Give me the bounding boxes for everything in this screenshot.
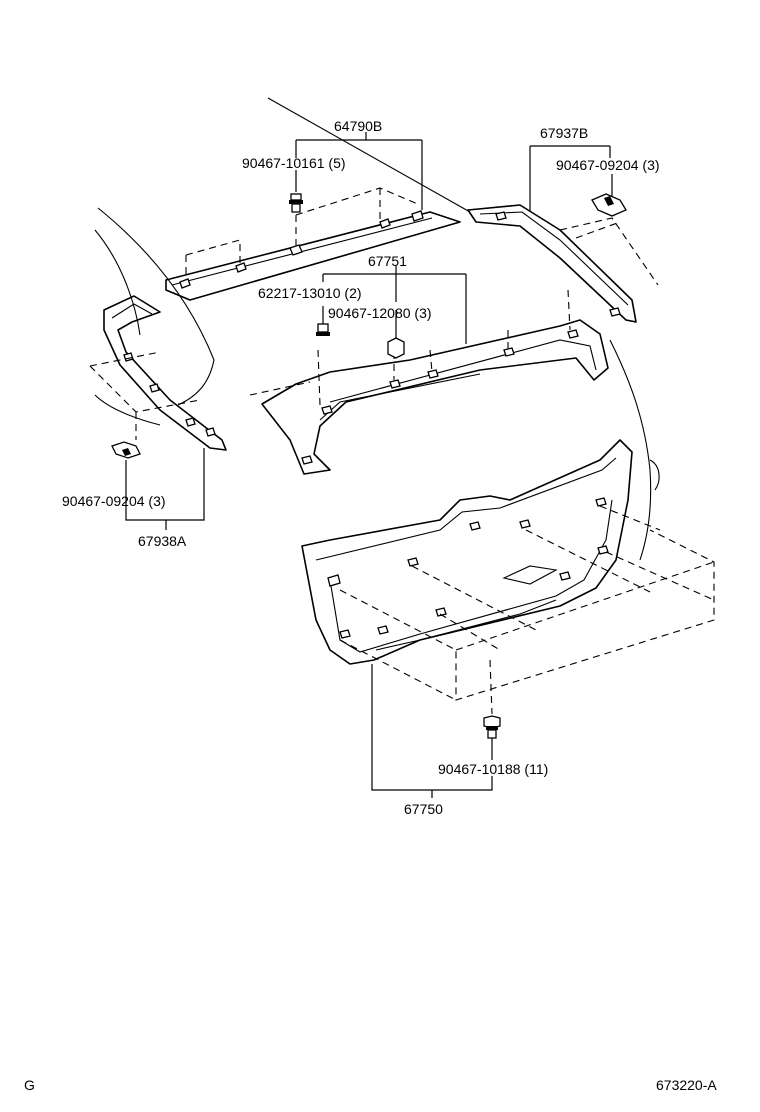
label-67937b: 67937B — [540, 125, 588, 141]
left-garnish-dashes — [89, 351, 201, 440]
left-garnish-part — [103, 295, 227, 451]
upper-molding-dashes — [185, 187, 421, 280]
middle-clip-a-icon — [316, 306, 330, 336]
label-67751: 67751 — [368, 253, 407, 269]
label-clip-right: 90467-09204 (3) — [556, 157, 660, 173]
bracket-67750 — [371, 664, 493, 798]
lower-board-dashes — [339, 505, 715, 715]
label-64790b: 64790B — [334, 118, 382, 134]
footer-figure-code: 673220-A — [656, 1077, 717, 1093]
label-clip-left: 90467-09204 (3) — [62, 493, 166, 509]
right-garnish-part — [467, 204, 637, 323]
right-clip-icon — [591, 174, 627, 217]
vehicle-body-outline — [94, 97, 660, 561]
lower-board-part — [301, 439, 633, 665]
lower-clip-icon — [483, 715, 501, 760]
left-clip-icon — [111, 441, 141, 459]
bracket-67751 — [322, 266, 467, 344]
label-clip-upper: 90467-10161 (5) — [242, 155, 346, 171]
middle-board-part — [261, 319, 609, 475]
label-67750: 67750 — [404, 801, 443, 817]
upper-clip-icon — [289, 170, 303, 213]
label-clip-lower: 90467-10188 (11) — [438, 761, 548, 777]
right-garnish-dashes — [559, 217, 659, 286]
bracket-67937b — [529, 145, 611, 212]
label-clip-middle-a: 62217-13010 (2) — [258, 285, 362, 301]
label-67938a: 67938A — [138, 533, 187, 549]
bracket-67938a — [125, 448, 205, 530]
label-clip-middle-b: 90467-12080 (3) — [328, 305, 432, 321]
middle-clip-b-icon — [387, 310, 405, 359]
footer-left-code: G — [24, 1077, 35, 1093]
upper-molding-part — [165, 210, 461, 301]
bracket-64790b — [295, 132, 423, 210]
